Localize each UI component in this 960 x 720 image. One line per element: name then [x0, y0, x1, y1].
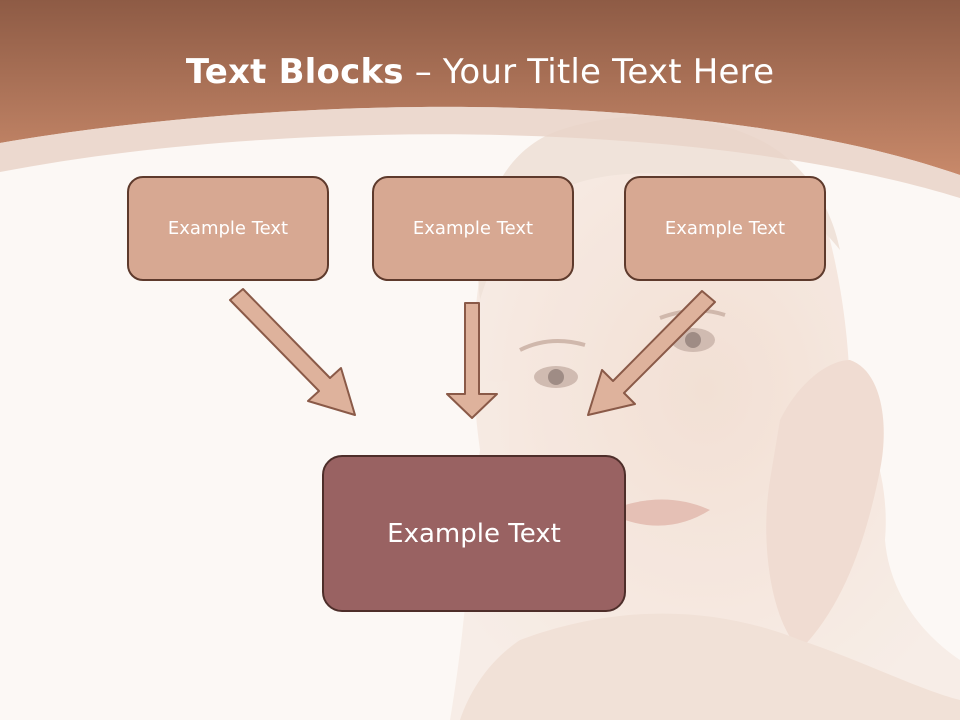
title-bold: Text Blocks: [185, 52, 404, 92]
header-band: [0, 0, 960, 175]
main-text-block-label: Example Text: [387, 518, 561, 549]
text-block-1[interactable]: Example Text: [127, 176, 329, 281]
arrow-center: [446, 302, 498, 419]
text-block-3[interactable]: Example Text: [624, 176, 826, 281]
title-rest: – Your Title Text Here: [403, 52, 775, 92]
text-block-1-label: Example Text: [167, 218, 289, 239]
main-text-block[interactable]: Example Text: [322, 455, 626, 612]
text-block-3-label: Example Text: [664, 218, 786, 239]
arrow-right: [587, 290, 716, 416]
text-block-2[interactable]: Example Text: [372, 176, 574, 281]
text-block-2-label: Example Text: [412, 218, 534, 239]
header-swoosh: [0, 106, 960, 198]
arrow-left: [229, 288, 356, 416]
slide-title: Text Blocks – Your Title Text Here: [0, 52, 960, 92]
